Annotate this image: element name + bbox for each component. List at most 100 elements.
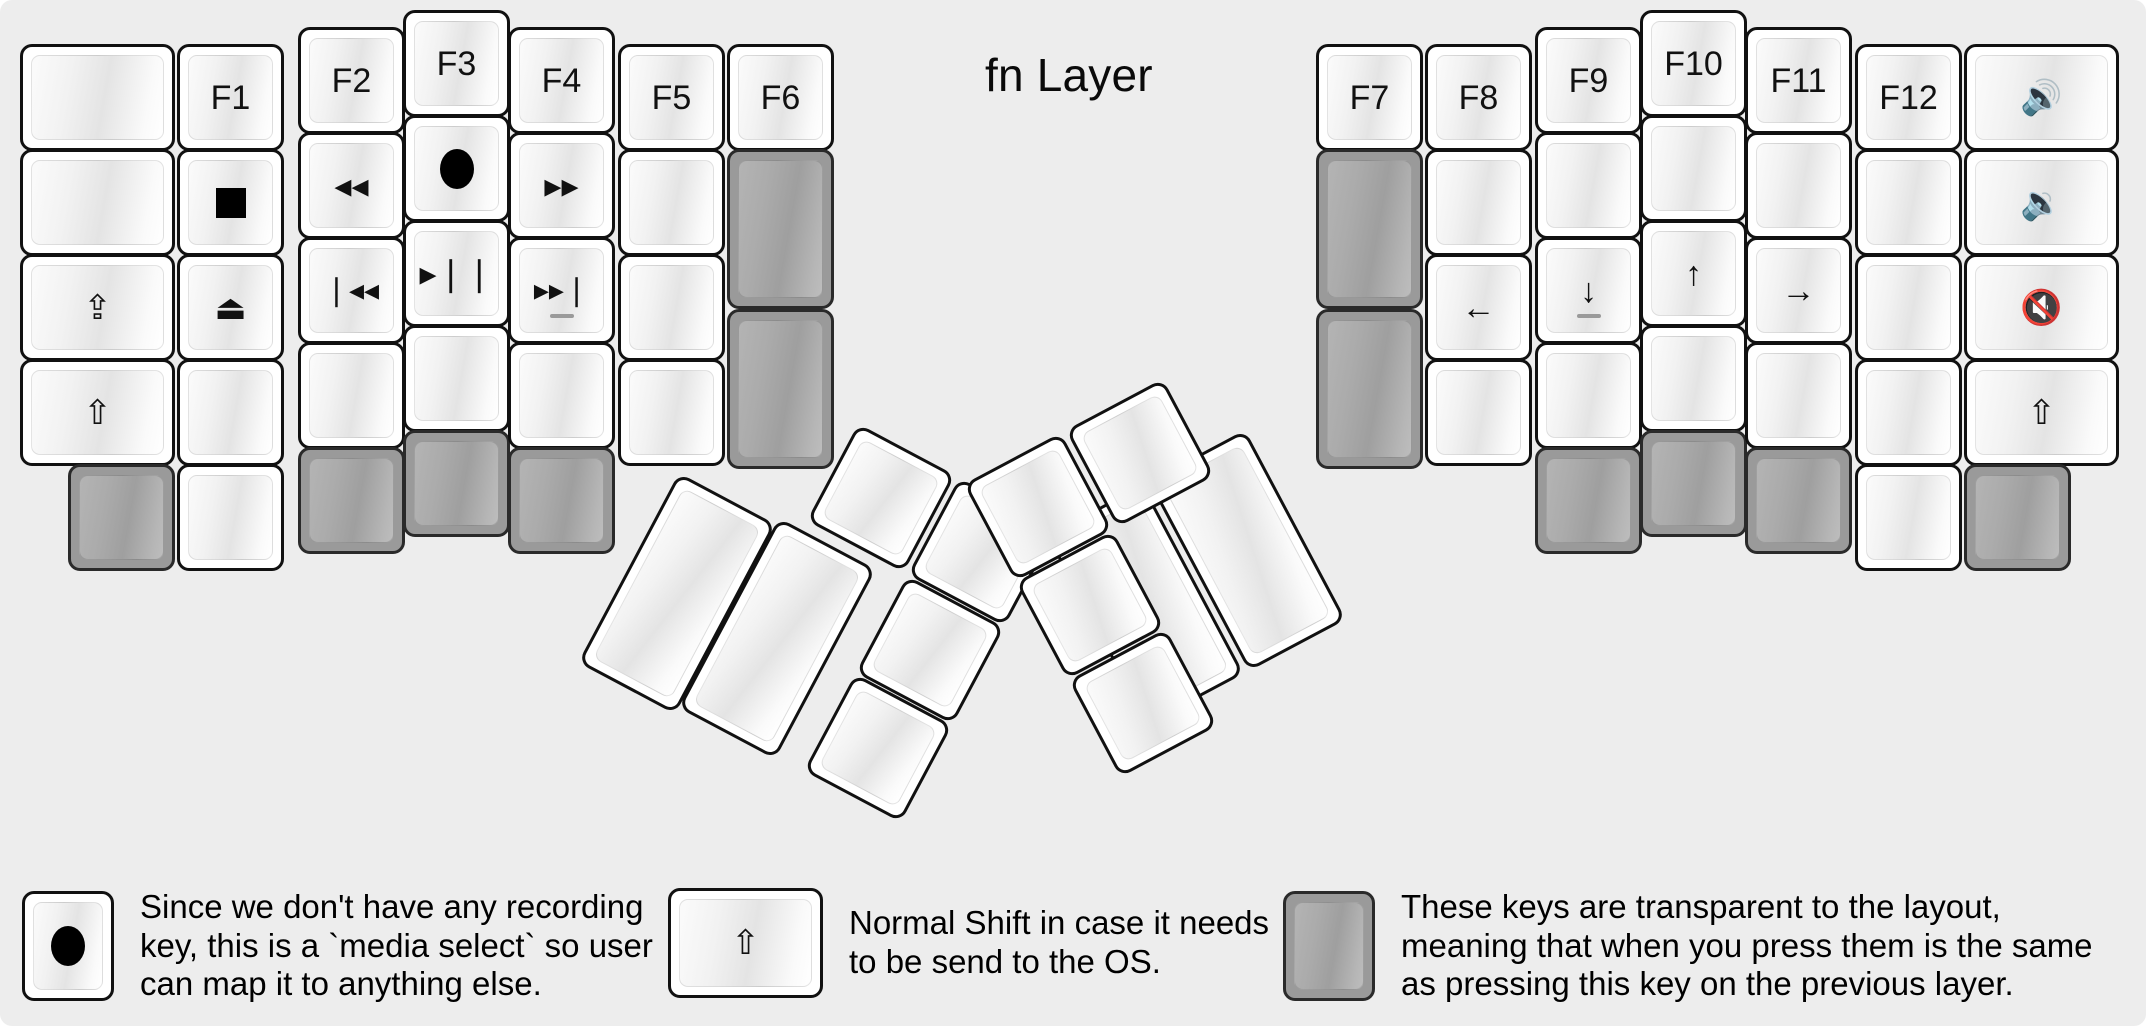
key-left-c6-r2[interactable] [618, 149, 725, 256]
key-left-c3-r1-f2[interactable]: F2 [298, 27, 405, 134]
keycap-face: → [1756, 248, 1841, 333]
key-right-c5-r1-f11[interactable]: F11 [1745, 27, 1852, 134]
key-left-c2-r2-stop[interactable] [177, 149, 284, 256]
key-right-c5-r4[interactable] [1745, 342, 1852, 449]
key-left-c3-r2-rewind[interactable]: ◂◂ [298, 132, 405, 239]
keycap-face [31, 160, 164, 245]
key-left-c2-r4[interactable] [177, 359, 284, 466]
keycap-face: F1 [188, 55, 273, 140]
key-right-c1-r1-f7[interactable]: F7 [1316, 44, 1423, 151]
key-right-c2-r4[interactable] [1425, 359, 1532, 466]
keycap-face [79, 475, 164, 560]
keycap-face: F11 [1756, 38, 1841, 123]
key-left-c1-r3-capslock[interactable]: ⇪ [20, 254, 175, 361]
legend-item-transparent: These keys are transparent to the layout… [1283, 888, 2093, 1004]
key-right-c7-r2-volume-down[interactable]: 🔉 [1964, 149, 2119, 256]
keycap-face: ▸❘❘ [414, 231, 499, 316]
key-left-c1-r5-transparent[interactable] [68, 464, 175, 571]
key-right-c6-r2[interactable] [1855, 149, 1962, 256]
legend-key-record [22, 890, 114, 1001]
key-right-c6-r4[interactable] [1855, 359, 1962, 466]
keycap-face: F9 [1546, 38, 1631, 123]
keycap-face: 🔉 [1975, 160, 2108, 245]
key-left-c6-r3[interactable] [618, 254, 725, 361]
key-left-c2-r5[interactable] [177, 464, 284, 571]
key-left-c2-r1-f1[interactable]: F1 [177, 44, 284, 151]
keycap-face [1756, 353, 1841, 438]
key-left-c6-r4[interactable] [618, 359, 725, 466]
keycap-face: F3 [414, 21, 499, 106]
key-right-c6-r1-f12[interactable]: F12 [1855, 44, 1962, 151]
key-right-c2-r2[interactable] [1425, 149, 1532, 256]
key-label: F1 [210, 78, 251, 117]
eject-icon: ⏏ [214, 288, 247, 327]
key-left-c1-r4-shift[interactable]: ⇧ [20, 359, 175, 466]
key-label: F2 [331, 61, 372, 100]
key-left-c7-r2-transparent[interactable] [727, 149, 834, 309]
key-left-c5-r4[interactable] [508, 342, 615, 449]
key-right-c7-r4-shift[interactable]: ⇧ [1964, 359, 2119, 466]
key-right-c3-r5-transparent[interactable] [1535, 447, 1642, 554]
key-right-c7-r1-volume-up[interactable]: 🔊 [1964, 44, 2119, 151]
key-left-c4-r1-f3[interactable]: F3 [403, 10, 510, 117]
key-left-c5-r2-fast-forward[interactable]: ▸▸ [508, 132, 615, 239]
key-right-c4-r4[interactable] [1640, 325, 1747, 432]
keycap-face [1756, 143, 1841, 228]
key-right-c7-r5-transparent[interactable] [1964, 464, 2071, 571]
key-left-c1-r1[interactable] [20, 44, 175, 151]
key-right-c4-r3-arrow-up[interactable]: ↑ [1640, 220, 1747, 327]
key-right-c5-r2[interactable] [1745, 132, 1852, 239]
key-right-c7-r3-volume-mute[interactable]: 🔇 [1964, 254, 2119, 361]
key-left-c7-r3-transparent[interactable] [727, 309, 834, 469]
key-left-c5-r1-f4[interactable]: F4 [508, 27, 615, 134]
key-right-c3-r4[interactable] [1535, 342, 1642, 449]
key-label: F3 [436, 44, 477, 83]
keycap-face [1436, 370, 1521, 455]
key-right-c2-r3-arrow-left[interactable]: ← [1425, 254, 1532, 361]
homing-bar [549, 314, 574, 318]
volume-mute-icon: 🔇 [2020, 288, 2063, 327]
key-left-c7-r1-f6[interactable]: F6 [727, 44, 834, 151]
keycap-face [629, 370, 714, 455]
arrow-down-icon: ↓ [1580, 271, 1597, 310]
keycap-face [1866, 265, 1951, 350]
key-left-c6-r1-f5[interactable]: F5 [618, 44, 725, 151]
arrow-up-icon: ↑ [1685, 254, 1702, 293]
keycap-face: ◂◂ [309, 143, 394, 228]
key-right-c4-r5-transparent[interactable] [1640, 430, 1747, 537]
key-left-c1-r2[interactable] [20, 149, 175, 256]
key-right-c6-r3[interactable] [1855, 254, 1962, 361]
keycap-face: 🔇 [1975, 265, 2108, 350]
key-right-c6-r5[interactable] [1855, 464, 1962, 571]
keycap-face: F2 [309, 38, 394, 123]
key-right-c3-r3-arrow-down[interactable]: ↓ [1535, 237, 1642, 344]
prev-track-icon: ❘◂◂ [323, 273, 380, 307]
key-right-c5-r5-transparent[interactable] [1745, 447, 1852, 554]
keycap-face [1651, 336, 1736, 421]
keycap-face [188, 370, 273, 455]
key-left-c2-r3-eject[interactable]: ⏏ [177, 254, 284, 361]
key-left-c3-r4[interactable] [298, 342, 405, 449]
keycap-face: ↑ [1651, 231, 1736, 316]
key-left-c4-r3-play-pause[interactable]: ▸❘❘ [403, 220, 510, 327]
keycap-face [738, 320, 823, 458]
key-right-c5-r3-arrow-right[interactable]: → [1745, 237, 1852, 344]
key-right-c3-r2[interactable] [1535, 132, 1642, 239]
key-left-c4-r2-record[interactable] [403, 115, 510, 222]
key-right-c1-r3-transparent[interactable] [1316, 309, 1423, 469]
keycap-face: ← [1436, 265, 1521, 350]
key-left-c5-r3-next-track[interactable]: ▸▸❘ [508, 237, 615, 344]
key-right-c1-r2-transparent[interactable] [1316, 149, 1423, 309]
keycap-face [519, 353, 604, 438]
keycap-face [188, 475, 273, 560]
key-left-c3-r5-transparent[interactable] [298, 447, 405, 554]
keycap-face: ⇧ [31, 370, 164, 455]
key-left-c4-r4[interactable] [403, 325, 510, 432]
key-right-c3-r1-f9[interactable]: F9 [1535, 27, 1642, 134]
key-right-c4-r2[interactable] [1640, 115, 1747, 222]
key-right-c4-r1-f10[interactable]: F10 [1640, 10, 1747, 117]
key-left-c5-r5-transparent[interactable] [508, 447, 615, 554]
key-left-c3-r3-prev-track[interactable]: ❘◂◂ [298, 237, 405, 344]
key-right-c2-r1-f8[interactable]: F8 [1425, 44, 1532, 151]
key-left-c4-r5-transparent[interactable] [403, 430, 510, 537]
